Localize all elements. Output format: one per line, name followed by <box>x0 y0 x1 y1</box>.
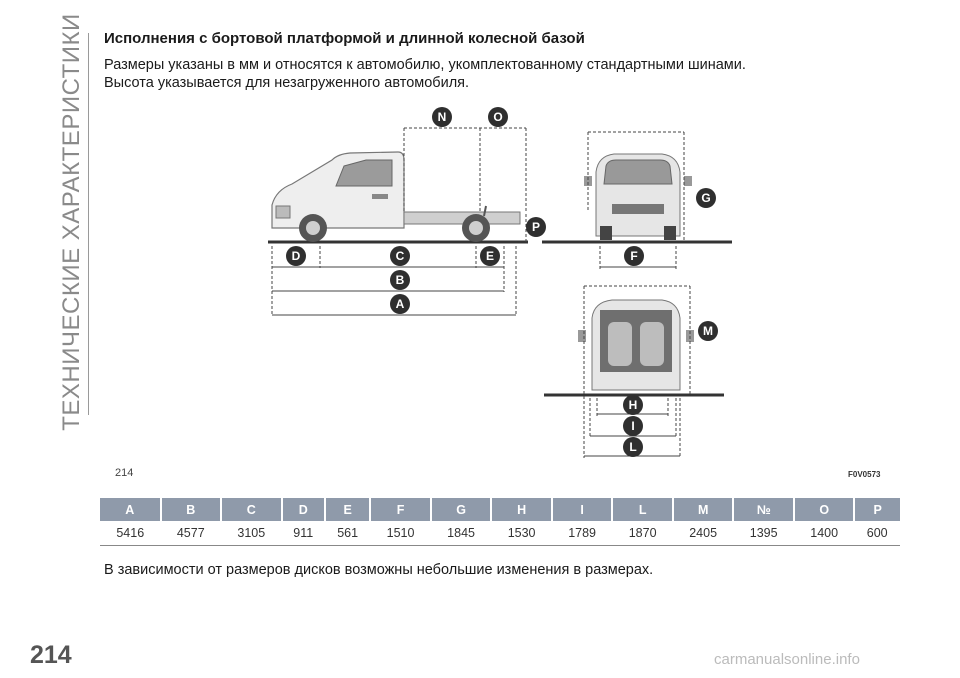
marker-h: H <box>623 395 643 415</box>
svg-text:A: A <box>396 297 405 311</box>
table-cell: 600 <box>854 521 900 546</box>
marker-e: E <box>480 246 500 266</box>
svg-text:B: B <box>396 273 405 287</box>
marker-i: I <box>623 416 643 436</box>
marker-l: L <box>623 437 643 457</box>
table-header-cell: E <box>323 498 371 521</box>
table-cell: 1395 <box>733 521 794 546</box>
svg-text:H: H <box>629 398 638 412</box>
table-cell: 5416 <box>100 521 161 546</box>
table-cell: 561 <box>324 521 371 546</box>
table-cell: 4577 <box>160 521 222 546</box>
svg-text:E: E <box>486 249 494 263</box>
watermark: carmanualsonline.info <box>714 651 860 668</box>
dimensions-note: В зависимости от размеров дисков возможн… <box>104 562 654 578</box>
front-view-vehicle <box>542 153 732 244</box>
table-cell: 1510 <box>370 521 431 546</box>
table-cell: 1870 <box>612 521 673 546</box>
svg-text:I: I <box>631 419 634 433</box>
marker-n: N <box>432 107 452 127</box>
table-cell: 911 <box>281 521 325 546</box>
table-header-cell: D <box>280 498 325 521</box>
table-cell: 1845 <box>430 521 492 546</box>
marker-c: C <box>390 246 410 266</box>
intro-line: Размеры указаны в мм и относятся к автом… <box>104 57 746 73</box>
svg-text:C: C <box>396 249 405 263</box>
table-header-cell: L <box>611 498 673 521</box>
table-cell: 1530 <box>491 521 552 546</box>
table-cell: 1789 <box>551 521 613 546</box>
table-header-cell: H <box>490 498 552 521</box>
svg-text:M: M <box>703 324 713 338</box>
intro-line: Высота указывается для незагруженного ав… <box>104 75 470 91</box>
svg-text:F: F <box>630 249 637 263</box>
marker-d: D <box>286 246 306 266</box>
marker-b: B <box>390 270 410 290</box>
side-dimension-arrows <box>272 266 516 316</box>
svg-text:D: D <box>292 249 301 263</box>
table-header-cell: I <box>550 498 613 521</box>
rear-view-vehicle <box>544 299 724 397</box>
table-header-cell: B <box>159 498 222 521</box>
figure-number: 214 <box>115 467 134 479</box>
svg-text:G: G <box>701 191 710 205</box>
side-divider <box>88 33 89 415</box>
marker-a: A <box>390 294 410 314</box>
svg-text:P: P <box>532 220 540 234</box>
figure-code: F0V0573 <box>848 470 881 479</box>
svg-text:L: L <box>629 440 636 454</box>
table-header-cell: A <box>100 498 161 521</box>
marker-g: G <box>696 188 716 208</box>
side-view-vehicle <box>268 151 528 244</box>
section-heading: Исполнения с бортовой платформой и длинн… <box>104 30 585 47</box>
marker-f: F <box>624 246 644 266</box>
table-cell: 1400 <box>793 521 855 546</box>
svg-text:O: O <box>493 110 502 124</box>
table-header-cell: M <box>671 498 734 521</box>
page-number: 214 <box>30 641 72 669</box>
rear-dimension-lines <box>583 285 691 458</box>
svg-text:N: N <box>438 110 447 124</box>
side-dimension-lines <box>271 127 527 316</box>
marker-p: P <box>526 217 546 237</box>
table-cell: 3105 <box>221 521 282 546</box>
table-header-cell: O <box>792 498 855 521</box>
marker-o: O <box>488 107 508 127</box>
table-header-cell: № <box>732 498 794 521</box>
front-dimension-lines <box>587 131 685 270</box>
table-header-cell: P <box>853 498 900 521</box>
table-header-cell: F <box>369 498 431 521</box>
table-cell: 2405 <box>672 521 734 546</box>
intro-paragraph: Размеры указаны в мм и относятся к автом… <box>104 56 746 92</box>
table-row: 5416 4577 3105 911 561 1510 1845 1530 17… <box>100 521 900 546</box>
dimensions-table: A B C D E F G H I L M № O P 5416 4577 31… <box>100 498 900 546</box>
table-header-row: A B C D E F G H I L M № O P <box>100 498 900 521</box>
marker-m: M <box>698 321 718 341</box>
table-header-cell: C <box>220 498 282 521</box>
table-header-cell: G <box>429 498 492 521</box>
